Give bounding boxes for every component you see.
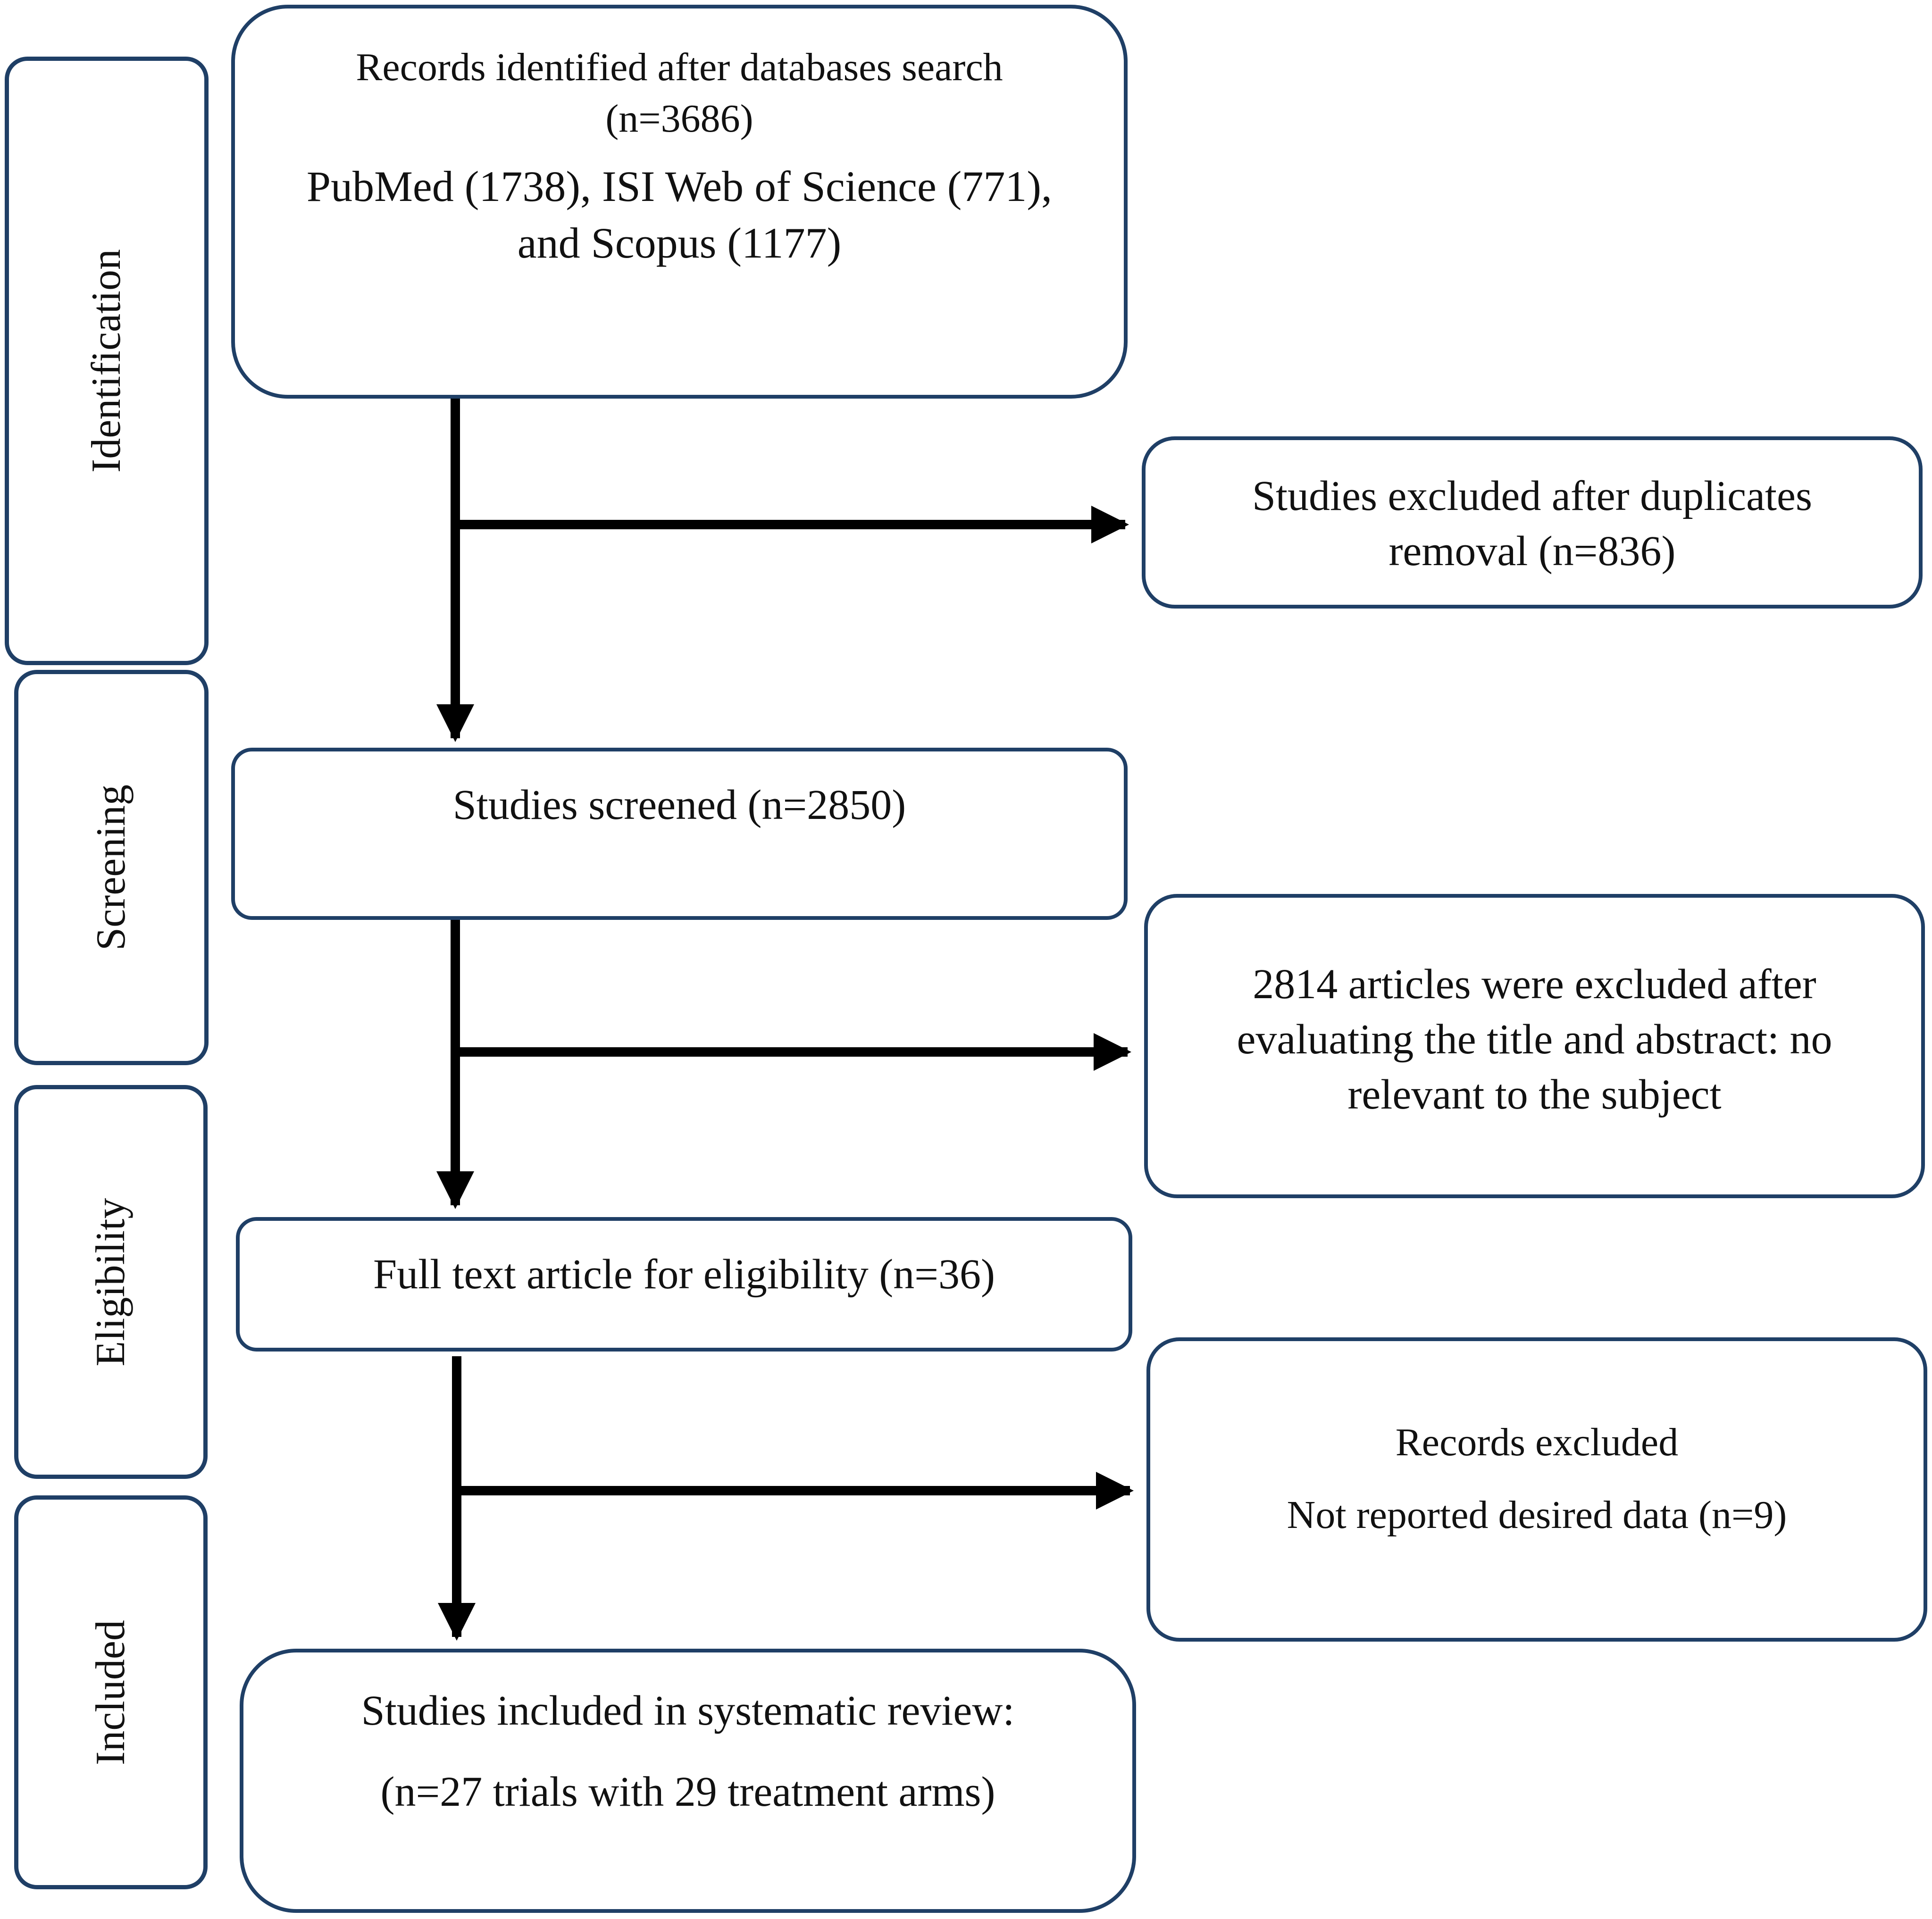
title-abstract-excluded-line1: 2814 articles were excluded after [1253,961,1816,1008]
records-excluded-box: Records excluded Not reported desired da… [1146,1337,1927,1642]
stage-identification: Identification [5,57,209,665]
records-excluded-reason: Not reported desired data (n=9) [1287,1493,1787,1537]
title-abstract-excluded-line2: evaluating the title and abstract: no [1237,1016,1832,1063]
studies-included-box: Studies included in systematic review: (… [240,1649,1136,1913]
studies-included-detail: (n=27 trials with 29 treatment arms) [380,1769,995,1815]
duplicates-excluded-box: Studies excluded after duplicates remova… [1142,436,1923,609]
stage-screening: Screening [14,670,209,1065]
stage-eligibility: Eligibility [14,1085,208,1479]
title-abstract-excluded-box: 2814 articles were excluded after evalua… [1144,894,1925,1198]
records-identified-title: Records identified after databases searc… [356,45,1003,89]
stage-label-screening: Screening [88,784,134,951]
records-identified-count: (n=3686) [605,97,753,141]
stage-included: Included [14,1495,208,1889]
studies-included-title: Studies included in systematic review: [361,1687,1015,1734]
studies-screened-text: Studies screened (n=2850) [452,782,906,828]
duplicates-excluded-line1: Studies excluded after duplicates [1252,473,1813,519]
records-identified-sources: PubMed (1738), ISI Web of Science (771), [306,162,1053,211]
studies-screened-box: Studies screened (n=2850) [231,748,1128,920]
full-text-box: Full text article for eligibility (n=36) [236,1217,1132,1352]
stage-label-eligibility: Eligibility [88,1198,134,1366]
duplicates-excluded-line2: removal (n=836) [1388,528,1676,575]
full-text-text: Full text article for eligibility (n=36) [373,1251,995,1298]
records-excluded-title: Records excluded [1395,1420,1679,1464]
records-identified-sources-2: and Scopus (1177) [517,218,842,267]
records-identified-box: Records identified after databases searc… [231,5,1128,399]
stage-label-identification: Identification [84,249,129,473]
title-abstract-excluded-line3: relevant to the subject [1347,1071,1722,1118]
stage-label-included: Included [88,1619,134,1765]
